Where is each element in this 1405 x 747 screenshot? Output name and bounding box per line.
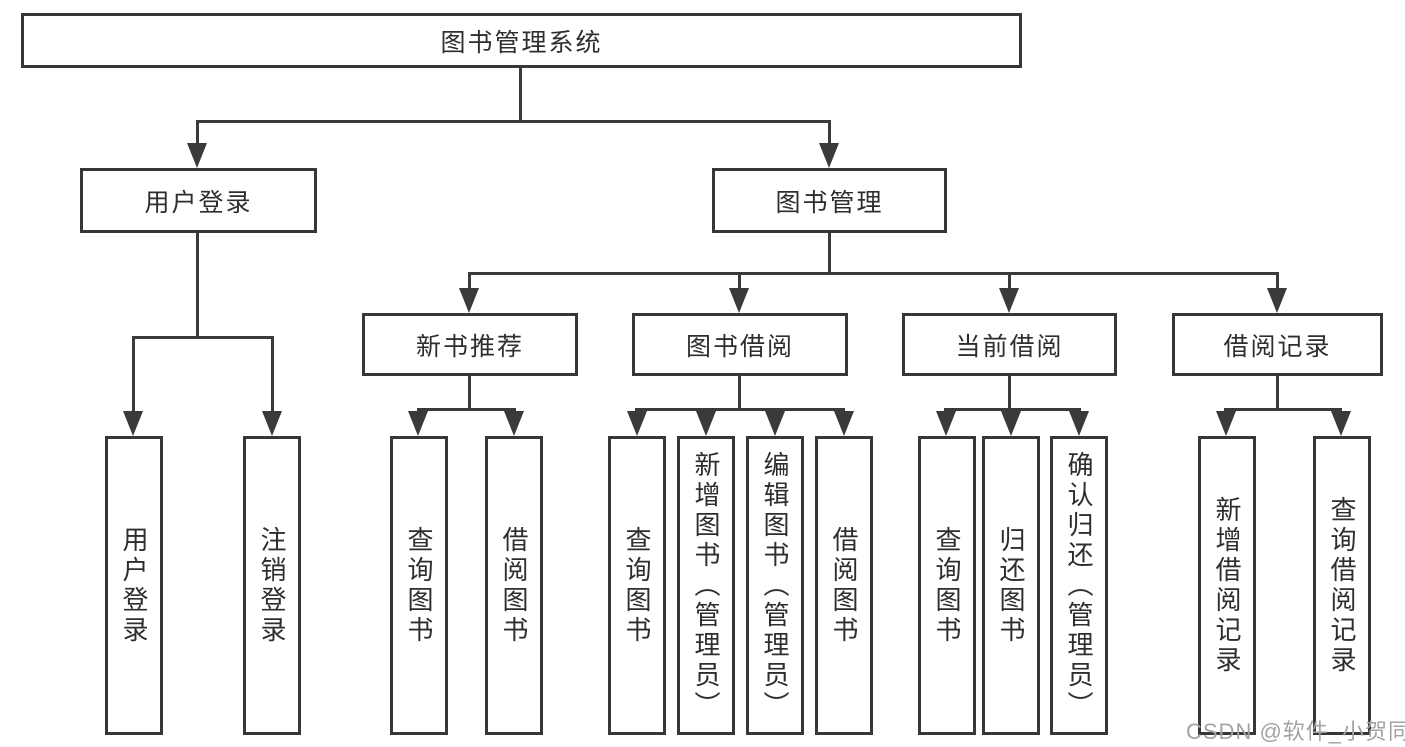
leaf-add-books-admin: 新增图书（管理员） (677, 436, 735, 735)
leaf-confirm-return-admin: 确认归还（管理员） (1050, 436, 1108, 735)
arrow-down-icon (459, 288, 479, 313)
leaf-query-books-borrow: 查询图书 (608, 436, 666, 735)
arrow-down-icon (729, 288, 749, 313)
node-current-borrow: 当前借阅 (902, 313, 1117, 376)
node-root: 图书管理系统 (21, 13, 1022, 68)
connector-line (828, 233, 831, 272)
node-book-management: 图书管理 (712, 168, 947, 233)
connector-line (132, 338, 135, 412)
csdn-watermark: CSDN @软件_小贺同学 (1186, 719, 1405, 744)
connector-line (635, 408, 845, 411)
arrow-down-icon (262, 411, 282, 436)
connector-line (417, 408, 516, 411)
arrow-down-icon (936, 411, 956, 436)
node-new-book-recommend: 新书推荐 (362, 313, 578, 376)
connector-line (196, 120, 831, 123)
leaf-edit-books-admin: 编辑图书（管理员） (746, 436, 804, 735)
arrow-down-icon (1331, 411, 1351, 436)
arrow-down-icon (187, 143, 207, 168)
connector-line (196, 232, 199, 336)
leaf-query-borrow-record: 查询借阅记录 (1313, 436, 1371, 735)
arrow-down-icon (999, 288, 1019, 313)
arrow-down-icon (408, 411, 428, 436)
arrow-down-icon (627, 411, 647, 436)
connector-line (196, 121, 199, 144)
leaf-user-login: 用户登录 (105, 436, 163, 735)
connector-line (944, 408, 1081, 411)
connector-line (1008, 274, 1011, 289)
arrow-down-icon (123, 411, 143, 436)
arrow-down-icon (504, 411, 524, 436)
arrow-down-icon (1216, 411, 1236, 436)
node-book-borrow: 图书借阅 (632, 313, 848, 376)
arrow-down-icon (1069, 411, 1089, 436)
connector-line (828, 121, 831, 144)
connector-line (1008, 376, 1011, 409)
arrow-down-icon (834, 411, 854, 436)
arrow-down-icon (1267, 288, 1287, 313)
leaf-logout: 注销登录 (243, 436, 301, 735)
connector-line (1276, 274, 1279, 289)
connector-line (1224, 408, 1342, 411)
leaf-add-borrow-record: 新增借阅记录 (1198, 436, 1256, 735)
connector-line (738, 274, 741, 289)
leaf-return-books: 归还图书 (982, 436, 1040, 735)
connector-line (1276, 376, 1279, 409)
leaf-query-books-recommend: 查询图书 (390, 436, 448, 735)
arrow-down-icon (765, 411, 785, 436)
node-borrow-records: 借阅记录 (1172, 313, 1383, 376)
connector-line (468, 274, 471, 289)
arrow-down-icon (696, 411, 716, 436)
connector-line (468, 272, 1279, 275)
leaf-borrow-books-borrow: 借阅图书 (815, 436, 873, 735)
connector-line (519, 68, 522, 120)
connector-line (468, 376, 471, 409)
arrow-down-icon (819, 143, 839, 168)
connector-line (271, 338, 274, 412)
leaf-query-books-current: 查询图书 (918, 436, 976, 735)
node-user-login: 用户登录 (80, 168, 317, 233)
leaf-borrow-books-recommend: 借阅图书 (485, 436, 543, 735)
connector-line (132, 336, 274, 339)
connector-line (738, 375, 741, 409)
arrow-down-icon (1001, 411, 1021, 436)
